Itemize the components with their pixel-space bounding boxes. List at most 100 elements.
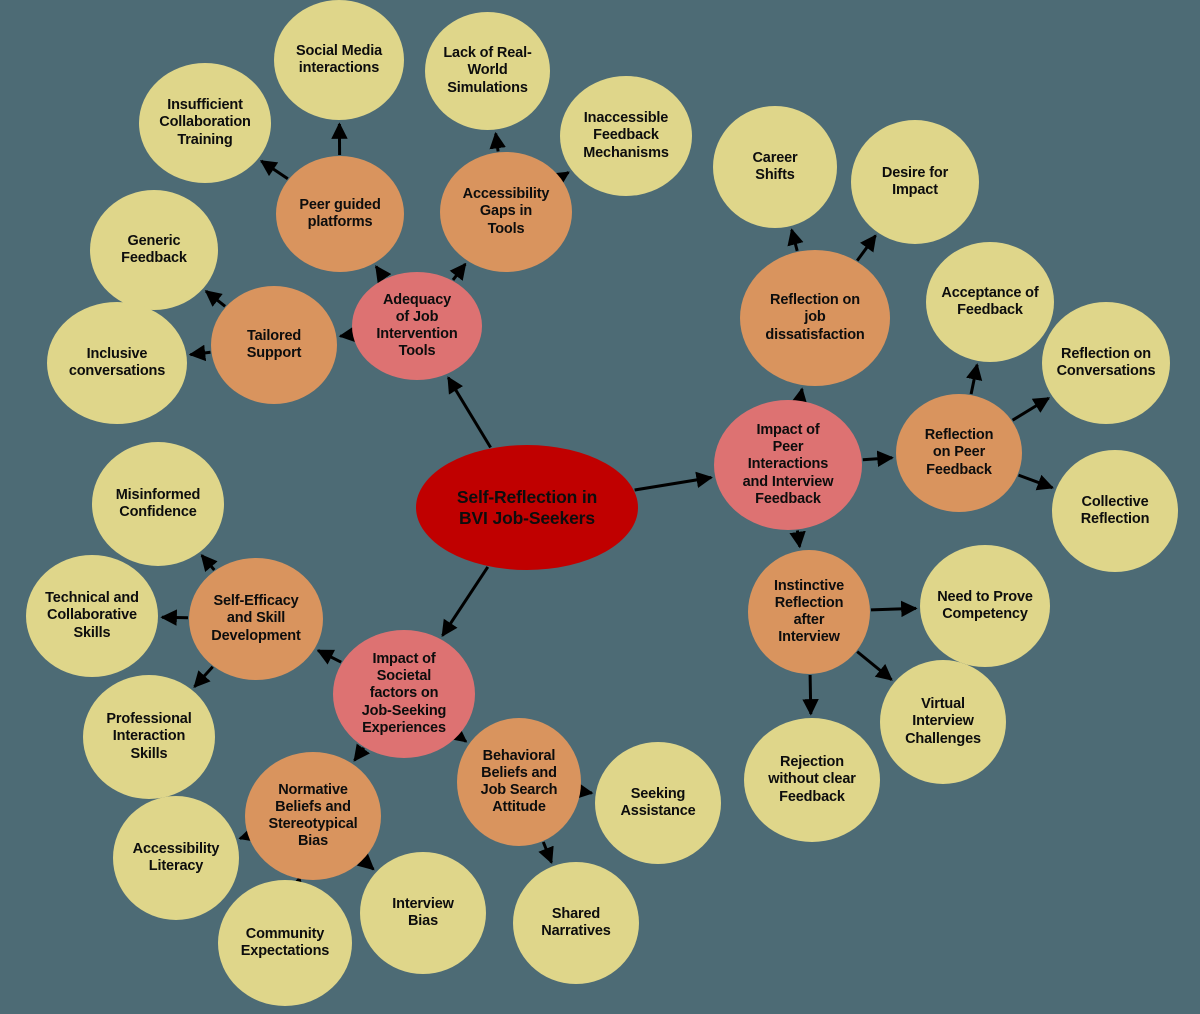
node-acceptance-of-feedback[interactable]: Acceptance of Feedback <box>926 242 1054 362</box>
node-seeking-assistance[interactable]: Seeking Assistance <box>595 742 721 864</box>
node-label: Reflection on job dissatisfaction <box>765 292 865 343</box>
node-label: Social Media interactions <box>295 42 383 76</box>
node-professional-interaction-skills[interactable]: Professional Interaction Skills <box>83 675 215 799</box>
node-label: Lack of Real- World Simulations <box>443 45 532 96</box>
node-self-efficacy-and-skill-development[interactable]: Self-Efficacy and Skill Development <box>189 558 323 680</box>
node-community-expectations[interactable]: Community Expectations <box>218 880 352 1006</box>
node-label: Impact of Societal factors on Job-Seekin… <box>361 651 447 736</box>
node-peer-guided-platforms[interactable]: Peer guided platforms <box>276 156 404 272</box>
node-label: Reflection on Peer Feedback <box>924 427 994 478</box>
node-label: Inclusive conversations <box>68 345 166 379</box>
node-label: Impact of Peer Interactions and Intervie… <box>742 422 834 507</box>
node-reflection-on-conversations[interactable]: Reflection on Conversations <box>1042 302 1170 424</box>
node-normative-beliefs-and-stereotypical-bias[interactable]: Normative Beliefs and Stereotypical Bias <box>245 752 381 880</box>
node-rejection-without-clear-feedback[interactable]: Rejection without clear Feedback <box>744 718 880 842</box>
node-label: Interview Bias <box>392 895 454 929</box>
node-reflection-on-job-dissatisfaction[interactable]: Reflection on job dissatisfaction <box>740 250 890 386</box>
edge-s_peerplat-to-l_insufftrain <box>259 159 289 181</box>
edge-s_tailored-to-l_genericfb <box>204 290 227 308</box>
edge-s_normative-to-l_intbias <box>356 853 375 871</box>
edge-s_selfeff-to-l_profinter <box>193 665 214 689</box>
node-label: Insufficient Collaboration Training <box>159 97 251 148</box>
edge-s_instinct-to-l_needprove <box>870 600 918 618</box>
node-interview-bias[interactable]: Interview Bias <box>360 852 486 974</box>
node-misinformed-confidence[interactable]: Misinformed Confidence <box>92 442 224 566</box>
node-label: Community Expectations <box>240 925 330 959</box>
edge-s_instinct-to-l_virtual <box>856 650 893 681</box>
edge-s_normative-to-l_acclit <box>238 826 257 842</box>
edge-s_peerfb-to-l_acceptfb <box>966 363 983 395</box>
node-accessibility-literacy[interactable]: Accessibility Literacy <box>113 796 239 920</box>
node-label: Inaccessible Feedback Mechanisms <box>583 110 669 161</box>
node-label: Reflection on Conversations <box>1056 345 1156 379</box>
node-label: Technical and Collaborative Skills <box>45 590 139 641</box>
edge-b_peer-to-s_jobdis <box>791 387 808 406</box>
edge-b_societal-to-s_selfeff <box>316 649 342 665</box>
node-impact-of-peer-interactions-and-interview-feedback[interactable]: Impact of Peer Interactions and Intervie… <box>714 400 862 530</box>
edge-b_societal-to-s_normative <box>353 743 370 762</box>
edge-s_peerfb-to-l_reflconv <box>1011 396 1051 422</box>
node-lack-of-real-world-simulations[interactable]: Lack of Real- World Simulations <box>425 12 550 130</box>
edge-b_peer-to-s_instinct <box>789 530 806 549</box>
edge-root-to-b_societal <box>441 566 490 637</box>
node-label: Need to Prove Competency <box>937 588 1033 622</box>
edge-root-to-b_tools <box>447 376 492 449</box>
node-technical-and-collaborative-skills[interactable]: Technical and Collaborative Skills <box>26 555 158 677</box>
node-label: Accessibility Literacy <box>132 840 220 874</box>
edge-b_societal-to-s_behav <box>449 725 468 743</box>
node-accessibility-gaps-in-tools[interactable]: Accessibility Gaps in Tools <box>440 152 572 272</box>
node-career-shifts[interactable]: Career Shifts <box>713 106 837 228</box>
node-virtual-interview-challenges[interactable]: Virtual Interview Challenges <box>880 660 1006 784</box>
edge-b_tools-to-s_accgaps <box>449 262 467 281</box>
edge-s_behav-to-l_seeking <box>575 782 594 799</box>
edge-b_peer-to-s_peerfb <box>862 450 894 467</box>
edge-root-to-b_peer <box>634 471 713 492</box>
node-social-media-interactions[interactable]: Social Media interactions <box>274 0 404 120</box>
node-tailored-support[interactable]: Tailored Support <box>211 286 337 404</box>
edge-s_accgaps-to-l_inaccfb <box>551 171 570 188</box>
edge-s_tailored-to-l_inclusive <box>188 344 211 362</box>
node-label: Shared Narratives <box>541 905 611 939</box>
node-adequacy-of-job-intervention-tools[interactable]: Adequacy of Job Intervention Tools <box>352 272 482 380</box>
node-label: Misinformed Confidence <box>115 486 201 520</box>
edge-s_jobdis-to-l_career <box>787 228 804 252</box>
node-behavioral-beliefs-and-job-search-attitude[interactable]: Behavioral Beliefs and Job Search Attitu… <box>457 718 581 846</box>
node-need-to-prove-competency[interactable]: Need to Prove Competency <box>920 545 1050 667</box>
node-inaccessible-feedback-mechanisms[interactable]: Inaccessible Feedback Mechanisms <box>560 76 692 196</box>
edge-s_behav-to-l_shared <box>538 841 554 865</box>
node-instinctive-reflection-after-interview[interactable]: Instinctive Reflection after Interview <box>748 550 870 674</box>
node-inclusive-conversations[interactable]: Inclusive conversations <box>47 302 187 424</box>
node-reflection-on-peer-feedback[interactable]: Reflection on Peer Feedback <box>896 394 1022 512</box>
node-label: Adequacy of Job Intervention Tools <box>376 291 458 360</box>
node-label: Behavioral Beliefs and Job Search Attitu… <box>480 747 558 816</box>
node-impact-of-societal-factors-on-job-seeking-experiences[interactable]: Impact of Societal factors on Job-Seekin… <box>333 630 475 758</box>
node-root[interactable]: Self-Reflection in BVI Job-Seekers <box>416 445 638 570</box>
node-label: Acceptance of Feedback <box>941 284 1039 318</box>
node-generic-feedback[interactable]: Generic Feedback <box>90 190 218 310</box>
node-insufficient-collaboration-training[interactable]: Insufficient Collaboration Training <box>139 63 271 183</box>
edge-s_instinct-to-l_rejection <box>802 674 819 716</box>
node-label: Self-Reflection in BVI Job-Seekers <box>456 486 598 528</box>
node-label: Collective Reflection <box>1080 493 1150 527</box>
node-label: Virtual Interview Challenges <box>905 696 981 747</box>
node-collective-reflection[interactable]: Collective Reflection <box>1052 450 1178 572</box>
edge-s_accgaps-to-l_lackreal <box>489 131 506 152</box>
node-desire-for-impact[interactable]: Desire for Impact <box>851 120 979 244</box>
node-label: Desire for Impact <box>881 164 949 198</box>
edge-s_selfeff-to-l_misinformed <box>200 554 218 573</box>
node-label: Accessibility Gaps in Tools <box>462 186 550 237</box>
edge-s_jobdis-to-l_desire <box>855 234 877 262</box>
edge-b_tools-to-s_tailored <box>338 326 357 343</box>
node-label: Generic Feedback <box>121 232 187 266</box>
node-shared-narratives[interactable]: Shared Narratives <box>513 862 639 984</box>
edge-s_selfeff-to-l_techcollab <box>160 609 189 626</box>
edge-b_tools-to-s_peerplat <box>374 265 392 284</box>
node-label: Tailored Support <box>246 327 302 361</box>
node-label: Self-Efficacy and Skill Development <box>211 593 301 644</box>
edge-s_peerfb-to-l_collective <box>1017 473 1054 491</box>
node-label: Normative Beliefs and Stereotypical Bias <box>268 781 358 850</box>
node-label: Peer guided platforms <box>299 196 381 230</box>
node-label: Career Shifts <box>752 149 798 183</box>
node-label: Rejection without clear Feedback <box>768 754 856 805</box>
